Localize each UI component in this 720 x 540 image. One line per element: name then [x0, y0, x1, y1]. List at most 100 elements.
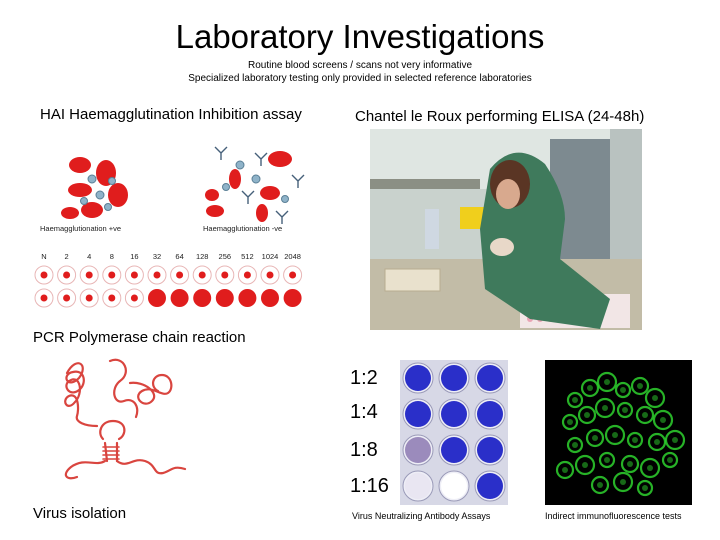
- ifa-cell-core: [562, 467, 568, 473]
- ifa-cell: [636, 479, 654, 497]
- ifa-cell: [594, 397, 616, 419]
- slide-subtitle-1: Routine blood screens / scans not very i…: [248, 60, 472, 71]
- plate-well-fill: [477, 473, 503, 499]
- neutralizing-caption: Virus Neutralizing Antibody Assays: [352, 511, 491, 521]
- plate-well-fill: [477, 365, 503, 391]
- ifa-cell: [620, 454, 640, 474]
- hai-dilution-label: 2048: [284, 252, 301, 261]
- ifa-cell: [577, 405, 597, 425]
- hai-well-diffuse: [238, 289, 257, 307]
- hai-well-dot: [40, 271, 48, 279]
- hai-well-dot: [130, 271, 138, 279]
- hai-well-dot: [153, 271, 161, 279]
- plate-well-fill: [405, 473, 431, 499]
- ifa-cell: [664, 429, 686, 451]
- slide-title: Laboratory Investigations: [175, 18, 545, 55]
- hai-dilution-label: 16: [130, 252, 138, 261]
- hai-well-dot: [40, 294, 48, 302]
- ifa-cell-core: [584, 412, 590, 418]
- hai-dilution-label: N: [41, 252, 46, 261]
- hai-well-dot: [85, 271, 93, 279]
- ifa-cell: [566, 391, 584, 409]
- ifa-cell: [661, 451, 679, 469]
- ifa-cell-core: [604, 457, 610, 463]
- hai-dilution-label: 2: [65, 252, 69, 261]
- elisa-heading: Chantel le Roux performing ELISA (24-48h…: [355, 108, 645, 125]
- hai-well-row-2: [34, 288, 302, 308]
- hai-dilution-label: 512: [241, 252, 254, 261]
- hai-dilution-label: 8: [110, 252, 114, 261]
- ifa-cell-core: [622, 407, 628, 413]
- pcr-heading: PCR Polymerase chain reaction: [33, 329, 246, 346]
- hai-dilution-label: 256: [219, 252, 232, 261]
- plate-well-fill: [405, 401, 431, 427]
- ifa-cell: [604, 424, 626, 446]
- ifa-cell-core: [620, 387, 626, 393]
- hai-figure: Haemagglutionation +ve Haemagglutionatio…: [30, 135, 330, 315]
- ifa-cell-core: [582, 462, 588, 468]
- ifa-caption: Indirect immunofluorescence tests: [545, 511, 682, 521]
- ifa-cell-core: [604, 379, 610, 385]
- hai-dilution-label: 32: [153, 252, 161, 261]
- ifa-cell: [639, 457, 661, 479]
- ifa-cell-core: [612, 432, 618, 438]
- plate-well-fill: [477, 401, 503, 427]
- ifa-cell-core: [637, 383, 643, 389]
- ifa-cell: [626, 431, 644, 449]
- hai-dilution-label: 128: [196, 252, 209, 261]
- hai-well-dot: [221, 271, 229, 279]
- plate-well-fill: [441, 365, 467, 391]
- ifa-cell: [590, 475, 610, 495]
- ifa-cell-core: [602, 405, 608, 411]
- ifa-cell-core: [627, 461, 633, 467]
- ifa-cell-core: [572, 397, 578, 403]
- elisa-photo: [370, 129, 642, 330]
- hai-well-dot: [266, 271, 274, 279]
- ifa-cell: [561, 413, 579, 431]
- hai-well-dot: [289, 271, 297, 279]
- hai-label-positive: Haemagglutionation +ve: [40, 224, 121, 233]
- ifa-cell-core: [620, 479, 626, 485]
- ifa-cell: [566, 436, 584, 454]
- plate-well-fill: [477, 437, 503, 463]
- hai-well-diffuse: [215, 289, 234, 307]
- ifa-cell-core: [672, 437, 678, 443]
- ifa-cell-core: [632, 437, 638, 443]
- ifa-cell-core: [587, 385, 593, 391]
- hai-well-dot: [176, 271, 184, 279]
- slide-subtitle-2: Specialized laboratory testing only prov…: [188, 73, 532, 84]
- hai-heading: HAI Haemagglutination Inhibition assay: [40, 106, 302, 123]
- ifa-cell-core: [592, 435, 598, 441]
- hai-well-dot: [63, 271, 71, 279]
- ifa-cell: [580, 378, 600, 398]
- virus-isolation-heading: Virus isolation: [33, 505, 127, 522]
- ifa-cell: [616, 401, 634, 419]
- hai-dilution-label: 1024: [262, 252, 279, 261]
- plate-well-fill: [405, 365, 431, 391]
- ifa-cell: [596, 371, 618, 393]
- hai-well-dot: [63, 294, 71, 302]
- hai-well-dot: [85, 294, 93, 302]
- ifa-cell: [630, 376, 650, 396]
- hai-well-dot: [108, 294, 116, 302]
- hai-well-dot: [243, 271, 251, 279]
- hai-label-negative: Haemagglutionation -ve: [203, 224, 282, 233]
- plate-well-fill: [441, 473, 467, 499]
- hai-negative-cluster: [205, 146, 305, 224]
- neutralizing-plate: [400, 360, 508, 505]
- hai-well-dot: [198, 271, 206, 279]
- hai-well-diffuse: [170, 289, 189, 307]
- plate-well-fill: [441, 437, 467, 463]
- plate-well-fill: [441, 401, 467, 427]
- ifa-cell-core: [647, 465, 653, 471]
- hai-well-diffuse: [148, 289, 166, 307]
- ifa-cell-core: [572, 442, 578, 448]
- hai-well-diffuse: [193, 289, 212, 307]
- dilution-label-1-2: 1:2: [350, 367, 378, 389]
- ifa-cell: [574, 454, 596, 476]
- dilution-label-1-16: 1:16: [350, 475, 389, 497]
- ifa-cell: [647, 432, 667, 452]
- ifa-cell-core: [654, 439, 660, 445]
- hai-well-diffuse: [283, 289, 302, 307]
